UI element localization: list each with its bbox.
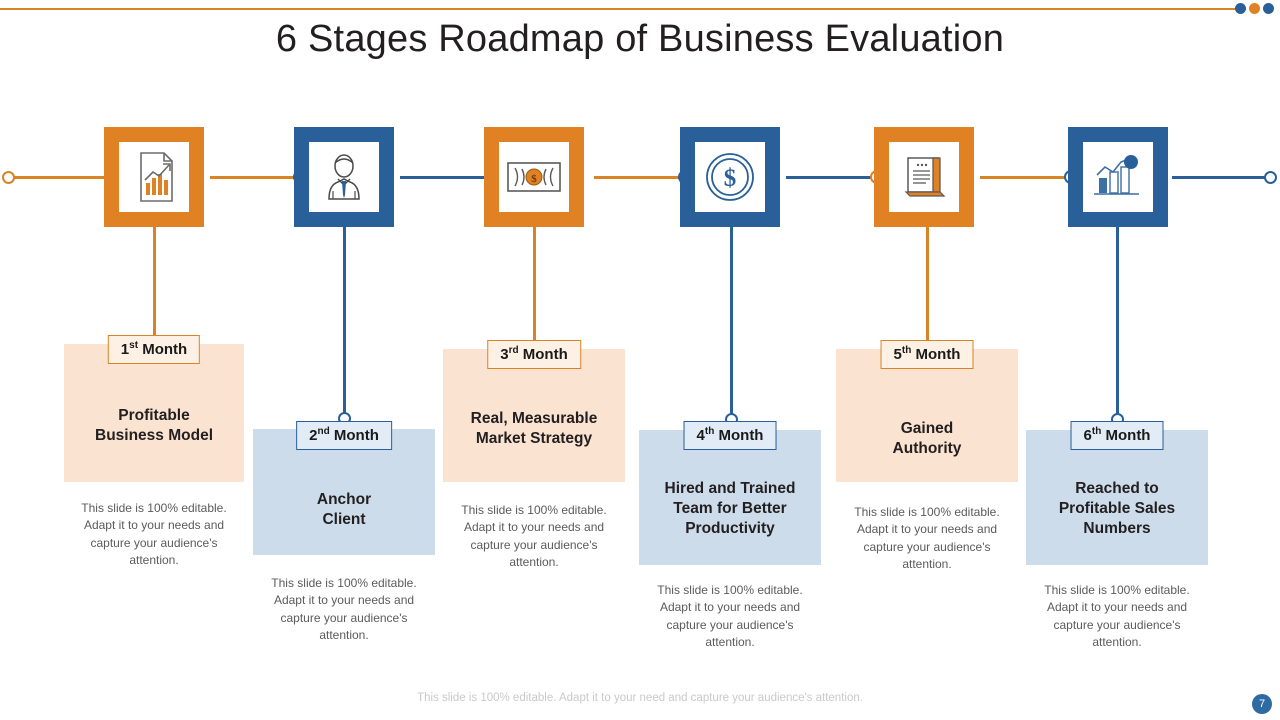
timeline-segment-3 [594, 176, 684, 179]
month-word-3: Month [522, 346, 568, 363]
month-word-4: Month [718, 427, 764, 444]
drop-line-4 [730, 227, 733, 427]
growth-chart-icon [1091, 154, 1145, 200]
headline-line: Reached to [1075, 480, 1159, 497]
stage-headline-4: Hired and Trained Team for Better Produc… [639, 479, 821, 539]
stage-icon-box-6[interactable] [1068, 127, 1168, 227]
headline-line: Hired and Trained [664, 480, 796, 497]
dollar-coin-icon: $ [704, 151, 756, 203]
stage-icon-box-3[interactable]: $ [484, 127, 584, 227]
headline-line: Market Strategy [475, 430, 593, 448]
decor-dot-blue-2 [1263, 3, 1274, 14]
month-number-3: 3 [500, 346, 509, 363]
drop-line-3 [533, 227, 536, 347]
decor-dot-orange [1249, 3, 1260, 14]
headline-line: Anchor [316, 491, 372, 508]
stage-icon-box-1[interactable] [104, 127, 204, 227]
timeline-segment-6 [1172, 176, 1266, 179]
month-number-6: 6 [1083, 427, 1092, 444]
svg-text:$: $ [531, 173, 537, 185]
stage-panel-5 [836, 349, 1018, 482]
stage-icon-box-5[interactable] [874, 127, 974, 227]
month-word-2: Month [333, 427, 379, 444]
stage-panel-2 [253, 429, 435, 555]
page-number-badge: 7 [1252, 694, 1272, 714]
headline-line: Numbers [1083, 520, 1151, 538]
stage-month-badge-2: 2nd Month [296, 421, 392, 450]
month-number-2: 2 [309, 427, 318, 444]
month-suffix-4: th [704, 426, 715, 437]
timeline-segment-5 [980, 176, 1070, 179]
month-number-4: 4 [696, 427, 705, 444]
headline-line: Productivity [685, 520, 775, 538]
month-suffix-5: th [901, 345, 912, 356]
headline-line: Real, Measurable [470, 410, 598, 427]
headline-line: Team for Better [673, 500, 787, 518]
drop-line-6 [1116, 227, 1119, 427]
businessman-icon [319, 151, 369, 203]
month-suffix-2: nd [317, 426, 330, 437]
headline-line: Profitable Sales [1058, 500, 1176, 518]
timeline-segment-4 [786, 176, 876, 179]
stage-headline-6: Reached to Profitable Sales Numbers [1026, 479, 1208, 539]
headline-line: Gained [900, 420, 954, 437]
drop-line-1 [153, 227, 156, 342]
banknote-icon: $ [506, 160, 562, 194]
stage-panel-6 [1026, 430, 1208, 565]
headline-line: Client [322, 511, 366, 529]
stage-month-badge-1: 1st Month [107, 335, 201, 364]
timeline-start-node [2, 171, 15, 184]
timeline-end-node [1264, 171, 1277, 184]
month-suffix-1: st [129, 340, 139, 351]
decor-dot-blue-1 [1235, 3, 1246, 14]
stage-panel-3 [443, 349, 625, 482]
stage-body-6: This slide is 100% editable. Adapt it to… [1044, 583, 1190, 650]
timeline-segment-0 [14, 176, 110, 179]
stage-month-badge-3: 3rd Month [487, 340, 581, 369]
stage-icon-box-4[interactable]: $ [680, 127, 780, 227]
stage-month-badge-5: 5th Month [880, 340, 974, 369]
timeline-segment-2 [400, 176, 490, 179]
page-title: 6 Stages Roadmap of Business Evaluation [275, 18, 1005, 60]
headline-line: Authority [892, 440, 962, 458]
stage-icon-box-2[interactable] [294, 127, 394, 227]
headline-line: Profitable [118, 407, 190, 424]
stage-headline-3: Real, Measurable Market Strategy [443, 409, 625, 449]
drop-line-2 [343, 227, 346, 427]
month-number-1: 1 [120, 341, 130, 358]
timeline-segment-1 [210, 176, 300, 179]
stage-body-2: This slide is 100% editable. Adapt it to… [271, 576, 417, 643]
month-word-5: Month [915, 346, 961, 363]
stage-month-badge-4: 4th Month [683, 421, 777, 450]
top-right-dots [1235, 3, 1274, 14]
month-word-1: Month [142, 341, 188, 358]
stage-body-1: This slide is 100% editable. Adapt it to… [81, 501, 227, 568]
chart-document-icon [129, 150, 179, 204]
stage-body-4: This slide is 100% editable. Adapt it to… [657, 583, 803, 650]
svg-text:$: $ [724, 165, 737, 192]
stage-panel-4 [639, 430, 821, 565]
stage-body-5: This slide is 100% editable. Adapt it to… [854, 505, 1000, 572]
top-rule [0, 8, 1240, 10]
month-suffix-6: th [1091, 426, 1102, 437]
drop-line-5 [926, 227, 929, 347]
month-word-6: Month [1105, 427, 1151, 444]
stage-headline-2: Anchor Client [253, 490, 435, 530]
headline-line: Business Model [95, 427, 213, 445]
book-icon [900, 153, 948, 201]
month-suffix-3: rd [508, 345, 519, 356]
stage-panel-1 [64, 344, 244, 482]
stage-body-3: This slide is 100% editable. Adapt it to… [461, 503, 607, 570]
footer-note: This slide is 100% editable. Adapt it to… [417, 692, 863, 704]
stage-headline-1: Profitable Business Model [64, 406, 244, 446]
stage-headline-5: Gained Authority [836, 419, 1018, 459]
month-number-5: 5 [893, 346, 902, 363]
stage-month-badge-6: 6th Month [1070, 421, 1164, 450]
